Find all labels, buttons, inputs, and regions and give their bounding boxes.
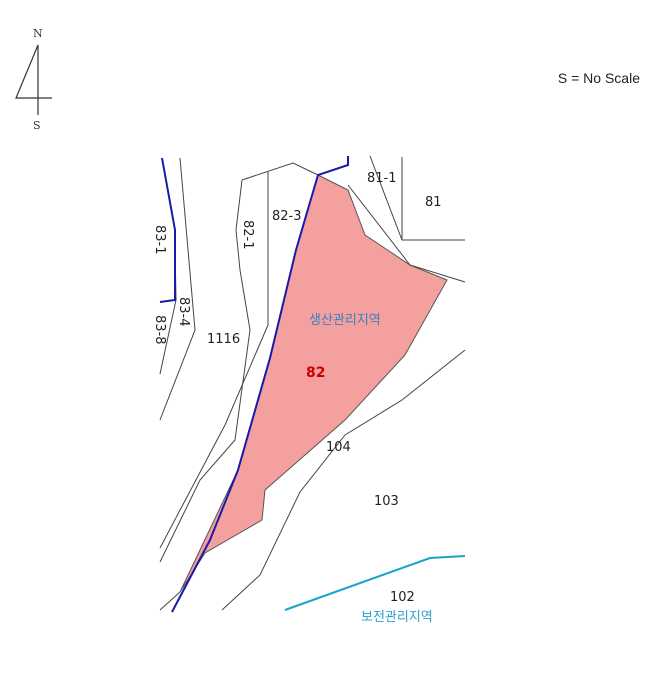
- zone-boundary-line: [159, 157, 176, 303]
- boundary-line: [159, 591, 181, 611]
- parcel-82-highlight[interactable]: [179, 174, 448, 593]
- compass-arrow-icon: [15, 44, 52, 115]
- boundary-line: [159, 179, 251, 563]
- conservation-zone-boundary: [284, 555, 466, 611]
- boundary-line: [221, 349, 466, 611]
- boundary-line: [369, 155, 465, 241]
- scale-note: S = No Scale: [557, 70, 640, 86]
- compass-north-label: N: [33, 27, 43, 40]
- production-management-zone-label: 생산관리지역: [309, 313, 381, 328]
- parcel-83-8-label: 83-8: [152, 315, 167, 345]
- boundary-line: [241, 162, 319, 181]
- conservation-management-zone-label: 보전관리지역: [361, 610, 433, 625]
- boundary-line: [159, 172, 269, 549]
- boundary-line: [159, 157, 196, 421]
- parcel-82-3-label: 82-3: [272, 209, 302, 224]
- zone-boundary-blue: [159, 156, 349, 613]
- compass: N S: [15, 27, 52, 132]
- parcel-104-label: 104: [326, 440, 351, 455]
- parcel-81-label: 81: [425, 195, 442, 210]
- parcel-81-1-label: 81-1: [367, 171, 397, 186]
- parcel-102-label: 102: [390, 590, 415, 605]
- parcel-boundaries: [159, 155, 466, 611]
- parcel-83-4-label: 83-4: [176, 297, 191, 327]
- parcel-83-1-label: 83-1: [152, 225, 167, 255]
- parcel-1116-label: 1116: [207, 332, 240, 347]
- boundary-line: [347, 184, 466, 283]
- parcel-103-label: 103: [374, 494, 399, 509]
- compass-south-label: S: [33, 119, 41, 132]
- boundary-line: [159, 244, 177, 375]
- parcel-82-label: 82: [306, 365, 325, 381]
- parcel-82-1-label: 82-1: [240, 220, 255, 250]
- zone-boundary-line: [171, 156, 349, 613]
